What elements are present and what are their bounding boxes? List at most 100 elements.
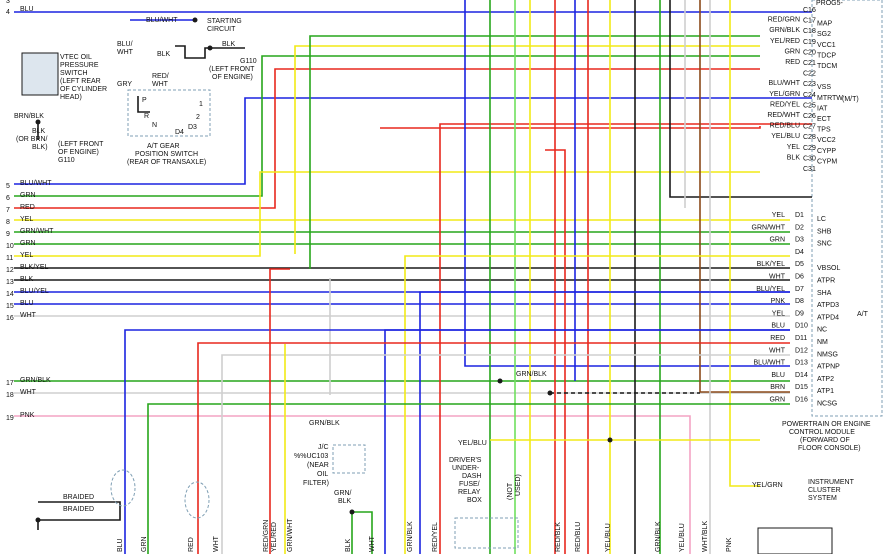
pcm-d-wire-color: PNK xyxy=(771,298,786,305)
left-pin-wire-label: RED xyxy=(20,204,35,211)
left-pin-number: 8 xyxy=(6,219,10,226)
bottom-wire-label: WHT xyxy=(213,535,220,552)
brn-blk-label: BRN/BLK xyxy=(14,113,44,120)
pcm-c-wire-color: RED xyxy=(785,59,800,66)
svg-text:BOX: BOX xyxy=(467,497,482,504)
left-pin-number: 13 xyxy=(6,279,14,286)
g110-front-label: (LEFT FRONT OF ENGINE) G110 xyxy=(58,141,104,164)
left-pin-wire-label: GRN/WHT xyxy=(20,228,54,235)
pcm-c-pin-number: C18 xyxy=(803,28,816,35)
pcm-d-pin-number: D10 xyxy=(795,323,808,330)
svg-text:P: P xyxy=(142,97,147,104)
pcm-d-pin-number: D7 xyxy=(795,286,804,293)
wire-blu-wht-5 xyxy=(14,97,812,185)
pcm-d-function: SHA xyxy=(817,290,832,297)
pcm-c-function: ECT xyxy=(817,116,832,123)
svg-text:OIL: OIL xyxy=(317,471,328,478)
grn-blk-mid: GRN/BLK xyxy=(516,371,547,378)
pcm-d-function: SHB xyxy=(817,228,832,235)
svg-text:PRESSURE: PRESSURE xyxy=(60,62,99,69)
wire-red-7 xyxy=(14,68,760,209)
left-pin-number: 4 xyxy=(6,9,10,16)
pcm-c-pin-number: C25 xyxy=(803,102,816,109)
bottom-wire-label: PNK xyxy=(726,537,733,552)
left-pin-wire-label: GRN xyxy=(20,240,36,247)
g110-right-label: G110 (LEFT FRONT OF ENGINE) xyxy=(209,58,257,81)
svg-text:VTEC OIL: VTEC OIL xyxy=(60,54,92,61)
pcm-c-function: CYPP xyxy=(817,148,836,155)
bottom-wire-label: BLU xyxy=(117,538,124,552)
left-pin-number: 10 xyxy=(6,243,14,250)
svg-text:FUSE/: FUSE/ xyxy=(459,481,480,488)
svg-text:CONTROL MODULE: CONTROL MODULE xyxy=(789,429,855,436)
svg-text:CLUSTER: CLUSTER xyxy=(808,487,841,494)
svg-text:(LEFT REAR: (LEFT REAR xyxy=(60,78,101,85)
svg-text:POWERTRAIN OR ENGINE: POWERTRAIN OR ENGINE xyxy=(782,421,871,428)
pcm-d-wire-color: BLK/YEL xyxy=(757,261,786,268)
bottom-wire-label: RED/BLK xyxy=(555,522,562,552)
left-pin-wire-label: WHT xyxy=(20,312,37,319)
pcm-d-pin-number: D1 xyxy=(795,212,804,219)
left-pin-number: 7 xyxy=(6,207,10,214)
pcm-c-function: MTRTW xyxy=(817,95,843,102)
braided-2: BRAIDED xyxy=(63,506,94,513)
svg-text:A/T GEAR: A/T GEAR xyxy=(147,143,180,150)
left-pin-wire-label: BLU/YEL xyxy=(20,288,49,295)
bottom-wire-label: BLK xyxy=(345,538,352,552)
pcm-d-wire-color: BRN xyxy=(770,384,785,391)
svg-text:OF ENGINE): OF ENGINE) xyxy=(212,74,253,81)
svg-text:FLOOR CONSOLE): FLOOR CONSOLE) xyxy=(798,445,861,452)
left-pin-number: 15 xyxy=(6,303,14,310)
pcm-c-wire-color: YEL/RED xyxy=(770,38,800,45)
svg-text:FILTER): FILTER) xyxy=(303,480,329,487)
pcm-c-function: IAT xyxy=(817,105,828,112)
pcm-c-function: TDCM xyxy=(817,63,837,70)
svg-text:J/C: J/C xyxy=(318,444,329,451)
cluster-label: INSTRUMENT CLUSTER SYSTEM xyxy=(808,479,855,502)
pcm-c-function: TDCP xyxy=(817,52,836,59)
left-pin-wire-label: BLU xyxy=(20,300,34,307)
svg-text:G110: G110 xyxy=(58,157,75,164)
bottom-wire-label: YEL/BLU xyxy=(605,523,612,552)
pcm-d-wire-color: WHT xyxy=(769,347,786,354)
svg-text:BLK): BLK) xyxy=(32,144,48,151)
left-pin-wire-label: YEL xyxy=(20,216,33,223)
pcm-d-pin-number: D13 xyxy=(795,360,808,367)
pcm-d-pin-number: D12 xyxy=(795,347,808,354)
bottom-wire-label: RED/BLU xyxy=(575,522,582,552)
pcm-top-label: PROG5- xyxy=(816,0,844,7)
pcm-d-wire-color: GRN xyxy=(769,397,785,404)
blu-wht-start: BLU/WHT xyxy=(146,17,178,24)
svg-text:G110: G110 xyxy=(240,58,257,65)
svg-text:(LEFT FRONT: (LEFT FRONT xyxy=(209,66,255,73)
blk-label: BLK xyxy=(157,51,171,58)
svg-text:(FORWARD OF: (FORWARD OF xyxy=(800,437,850,444)
pcm-c-wire-color: YEL/GRN xyxy=(769,91,800,98)
svg-text:(OR BRN/: (OR BRN/ xyxy=(16,136,48,143)
pcm-d-pin-number: D15 xyxy=(795,384,808,391)
pcm-c-function: VSS xyxy=(817,84,831,91)
pcm-c-pin-number: C23 xyxy=(803,81,816,88)
pcm-c-wire-color: YEL xyxy=(787,144,800,151)
svg-text:(LEFT FRONT: (LEFT FRONT xyxy=(58,141,104,148)
left-pin-wire-label: GRN/BLK xyxy=(20,377,51,384)
pcm-d-wire-color: GRN/WHT xyxy=(752,224,786,231)
pcm-d-pin-number: D9 xyxy=(795,310,804,317)
bottom-wire-label: RED xyxy=(188,537,195,552)
bottom-wire-label: YEL/BLU xyxy=(679,523,686,552)
pcm-d-wire-color: BLU/WHT xyxy=(754,360,786,367)
bottom-wire-label: YEL/RED xyxy=(271,522,278,552)
pcm-d-pin-number: D6 xyxy=(795,274,804,281)
bottom-wire-label: RED/YEL xyxy=(432,522,439,552)
pcm-c-function: VCC1 xyxy=(817,42,836,49)
left-pin-number: 18 xyxy=(6,392,14,399)
pcm-d-pin-number: D3 xyxy=(795,237,804,244)
gear-switch-box xyxy=(127,89,211,137)
wire-pnk-19 xyxy=(14,415,691,554)
starting-circuit-label: STARTING CIRCUIT xyxy=(207,18,242,33)
svg-text:%%UC103: %%UC103 xyxy=(294,453,328,460)
left-pin-wire-label: BLU/WHT xyxy=(20,180,52,187)
svg-text:UNDER-: UNDER- xyxy=(452,465,480,472)
